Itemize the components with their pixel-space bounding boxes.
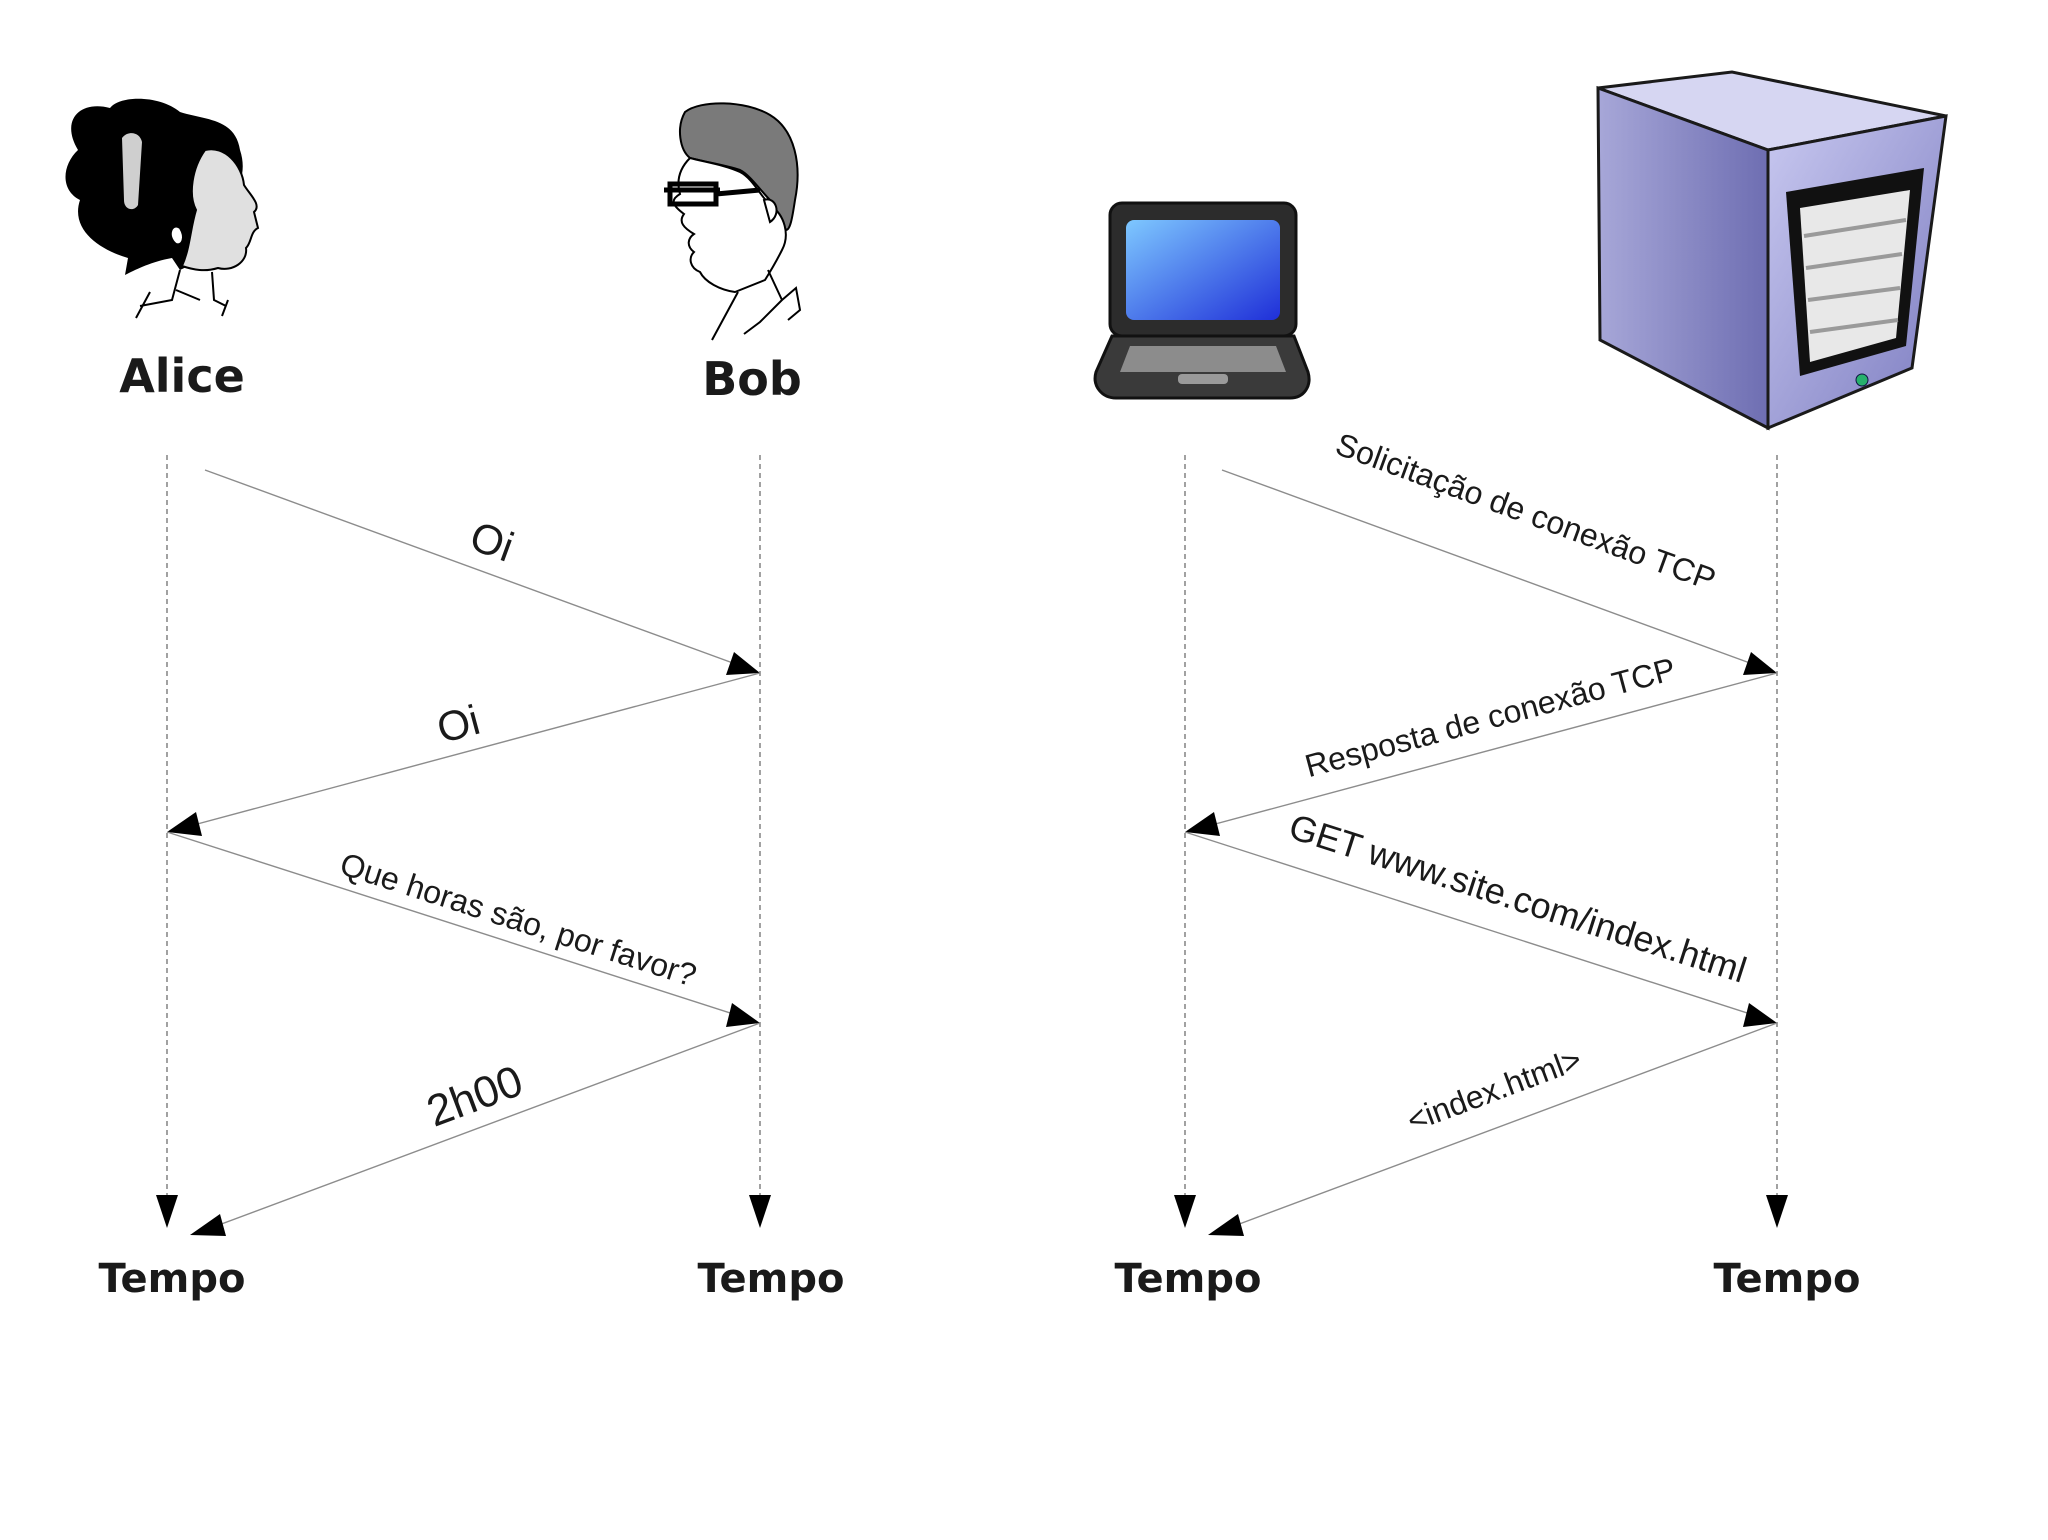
message-tcp-request-label: Solicitação de conexão TCP: [1331, 426, 1720, 598]
time-label-alice: Tempo: [99, 1256, 246, 1302]
alice-label: Alice: [119, 349, 245, 403]
message-3: Que horas são, por favor?: [166, 831, 760, 1027]
time-label-client: Tempo: [1115, 1256, 1262, 1302]
time-label-bob: Tempo: [698, 1256, 845, 1302]
message-http-response: <index.html>: [1208, 1022, 1778, 1236]
message-1: Oi: [204, 469, 760, 675]
bob-portrait: [664, 102, 802, 341]
laptop-icon: [1093, 201, 1311, 400]
time-label-server: Tempo: [1714, 1256, 1861, 1302]
bob-label: Bob: [702, 352, 802, 406]
message-tcp-response-label: Resposta de conexão TCP: [1301, 651, 1679, 785]
message-3-label: Que horas são, por favor?: [336, 846, 701, 994]
message-http-get: GET www.site.com/index.html: [1184, 806, 1777, 1027]
message-1-label: Oi: [464, 512, 520, 571]
time-arrowhead-bob: [749, 1195, 771, 1228]
server-icon: [1596, 70, 1948, 431]
message-http-response-label: <index.html>: [1402, 1041, 1586, 1139]
message-2: Oi: [167, 672, 761, 836]
message-2-label: Oi: [432, 696, 485, 752]
message-tcp-response: Resposta de conexão TCP: [1185, 651, 1778, 836]
time-arrowhead-server: [1766, 1195, 1788, 1228]
message-tcp-request: Solicitação de conexão TCP: [1221, 426, 1777, 675]
alice-portrait: [65, 98, 260, 319]
message-4: 2h00: [190, 1022, 761, 1236]
time-arrowhead-client: [1174, 1195, 1196, 1228]
message-http-get-label: GET www.site.com/index.html: [1284, 806, 1751, 991]
message-4-label: 2h00: [420, 1056, 529, 1136]
time-arrowhead-alice: [156, 1195, 178, 1228]
